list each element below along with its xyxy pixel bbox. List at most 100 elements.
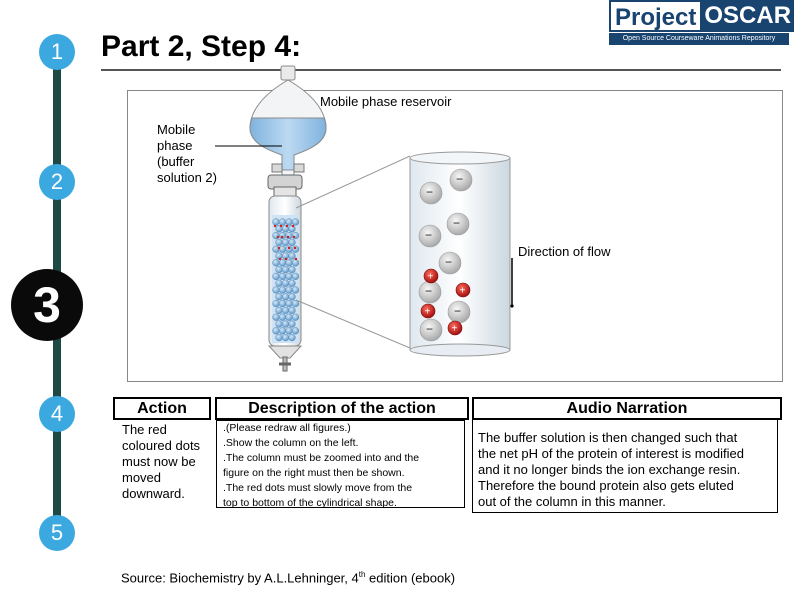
minus-sign: − xyxy=(454,304,461,318)
resin-bead xyxy=(285,327,293,335)
negative-bead xyxy=(449,168,473,192)
positive-protein xyxy=(455,282,471,298)
protein-dot xyxy=(291,224,295,228)
minus-sign: − xyxy=(453,216,460,230)
step-3-marker[interactable]: 3 xyxy=(11,269,83,341)
reservoir-label: Mobile phase reservoir xyxy=(320,94,452,109)
plus-sign: + xyxy=(452,324,458,335)
step-4-marker[interactable]: 4 xyxy=(39,396,75,432)
resin-bead xyxy=(275,238,283,247)
resin-bead xyxy=(291,245,300,253)
resin-bead xyxy=(281,320,290,328)
flow-label: Direction of flow xyxy=(518,244,611,259)
resin-bead xyxy=(275,306,283,315)
protein-dot xyxy=(277,246,281,250)
title-divider xyxy=(101,69,781,71)
protein-dot xyxy=(278,257,282,261)
logo-word-oscar: OSCAR xyxy=(700,0,794,32)
protein-dot xyxy=(294,257,298,261)
resin-bead xyxy=(285,313,293,321)
step-2-marker[interactable]: 2 xyxy=(39,164,75,200)
plus-sign: + xyxy=(460,286,466,297)
audio-line: out of the column in this manner. xyxy=(478,494,666,509)
description-header: Description of the action xyxy=(215,397,469,420)
resin-bead xyxy=(278,245,287,253)
zoom-line-bottom xyxy=(295,299,411,349)
action-line: The red xyxy=(122,422,167,437)
minus-sign: − xyxy=(425,284,432,298)
description-line: .The column must be zoomed into and the xyxy=(223,452,420,464)
minus-sign: − xyxy=(456,172,463,186)
audio-header: Audio Narration xyxy=(472,397,782,420)
resin-bead xyxy=(272,218,280,226)
description-line: top to bottom of the cylindrical shape. xyxy=(223,497,397,509)
reservoir-funnel xyxy=(249,65,327,181)
source-suffix: edition (ebook) xyxy=(365,570,456,586)
resin-bead xyxy=(272,272,280,281)
resin-bead xyxy=(275,334,283,342)
negative-bead xyxy=(446,212,470,236)
plus-sign: + xyxy=(428,272,434,283)
audio-line: Therefore the bound protein also gets el… xyxy=(478,478,734,493)
negative-bead xyxy=(419,181,443,205)
resin-bead xyxy=(281,279,290,287)
resin-bead xyxy=(272,327,280,335)
action-line: downward. xyxy=(122,486,185,501)
resin-bead xyxy=(291,300,300,308)
description-line: figure on the right must then be shown. xyxy=(223,467,405,479)
resin-bead xyxy=(278,272,287,281)
description-line: .The red dots must slowly move from the xyxy=(223,482,413,494)
zoom-line-top xyxy=(295,155,411,209)
resin-bead xyxy=(272,245,280,253)
resin-bead xyxy=(288,320,296,328)
protein-dot xyxy=(276,235,280,239)
description-line: .(Please redraw all figures.) xyxy=(223,422,351,434)
resin-bead xyxy=(281,334,290,342)
resin-bead xyxy=(281,306,290,315)
protein-dot xyxy=(293,246,297,250)
audio-line: and it no longer binds the ion exchange … xyxy=(478,462,741,477)
resin-bead xyxy=(291,286,300,294)
resin-bead xyxy=(275,320,283,328)
resin-bead xyxy=(278,327,287,335)
plus-sign: + xyxy=(425,307,431,318)
resin-bead xyxy=(285,286,293,294)
positive-protein xyxy=(423,268,439,284)
protein-dot xyxy=(292,235,296,239)
minus-sign: − xyxy=(426,185,433,199)
page-title: Part 2, Step 4: xyxy=(101,30,302,63)
protein-dot xyxy=(284,257,288,261)
resin-bead xyxy=(288,334,296,342)
description-line: .Show the column on the left. xyxy=(223,437,359,449)
protein-dot xyxy=(279,224,283,228)
mobile-phase-label-line: Mobile xyxy=(157,122,196,137)
mobile-phase-label: Mobile phase (buffer solution 2) xyxy=(157,122,217,186)
step-1-marker[interactable]: 1 xyxy=(39,34,75,70)
resin-bead xyxy=(275,266,283,274)
action-header: Action xyxy=(113,397,211,420)
resin-bead xyxy=(288,266,296,274)
resin-bead xyxy=(291,259,300,267)
source-prefix: Source: Biochemistry by A.L.Lehninger, 4 xyxy=(121,570,359,586)
resin-bead xyxy=(272,313,280,321)
resin-bead xyxy=(288,293,296,301)
minus-sign: − xyxy=(425,228,432,242)
resin-bead xyxy=(285,218,293,226)
resin-bead xyxy=(285,259,293,267)
resin-bead xyxy=(285,300,293,308)
mobile-phase-label-line: phase xyxy=(157,138,193,153)
audio-box: The buffer solution is then changed such… xyxy=(472,420,778,513)
resin-bead xyxy=(291,327,300,335)
step-5-marker[interactable]: 5 xyxy=(39,515,75,551)
resin-bead xyxy=(281,266,290,274)
description-box: .(Please redraw all figures.) .Show the … xyxy=(216,420,465,509)
minus-sign: − xyxy=(445,255,452,269)
negative-bead xyxy=(438,251,462,275)
resin-bead xyxy=(291,218,300,226)
resin-bead xyxy=(278,313,287,321)
resin-bead xyxy=(272,286,280,294)
protein-dot xyxy=(280,235,284,239)
resin-bead xyxy=(275,279,283,287)
negative-bead xyxy=(418,224,442,248)
